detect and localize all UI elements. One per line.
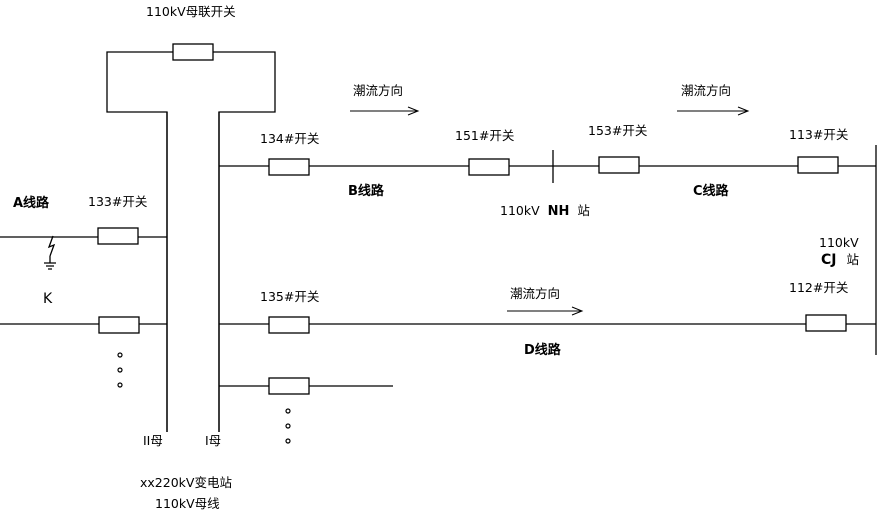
- line-a-label: A线路: [13, 195, 50, 211]
- switch-112: [805, 314, 847, 332]
- flow-direction-label: 潮流方向: [510, 286, 560, 301]
- switch-151-label: 151#开关: [455, 128, 514, 143]
- cj-voltage-label: 110kV: [819, 235, 859, 250]
- left-feeder-switch: [98, 316, 140, 334]
- line-c-label: C线路: [693, 183, 730, 199]
- line-b-label: B线路: [348, 183, 385, 199]
- right-feeder-switch: [268, 377, 310, 395]
- right-feeder-3: [219, 377, 393, 395]
- line-a: [0, 227, 167, 270]
- switch-113: [797, 156, 839, 174]
- switch-113-label: 113#开关: [789, 127, 848, 142]
- bus-tie-switch-label: 110kV母联开关: [146, 4, 236, 19]
- switch-134-label: 134#开关: [260, 131, 319, 146]
- flow-arrow-icon: [350, 106, 420, 116]
- substation-label: xx220kV变电站: [140, 475, 232, 490]
- cj-station-name: CJ: [821, 252, 836, 268]
- line-d-label: D线路: [524, 342, 562, 358]
- switch-133: [97, 227, 139, 245]
- cj-station-suffix: 站: [846, 252, 859, 267]
- fault-k-label: K: [43, 291, 53, 307]
- switch-151: [468, 158, 510, 176]
- nh-station-prefix: 110kV: [500, 203, 540, 218]
- nh-station-name: NH: [548, 204, 570, 219]
- bus-ii-label: II母: [143, 433, 163, 448]
- fault-ground-icon: [44, 235, 56, 270]
- switch-135: [268, 316, 310, 334]
- bus-i-label: I母: [205, 433, 221, 448]
- flow-arrow-icon: [677, 106, 750, 116]
- cj-station-label: CJ 站: [821, 251, 859, 268]
- bus-tie-loop: [106, 43, 276, 432]
- switch-134: [268, 158, 310, 176]
- nh-station-label: 110kV NH 站: [500, 203, 590, 219]
- flow-arrow-icon: [507, 306, 584, 316]
- switch-135-label: 135#开关: [260, 289, 319, 304]
- switch-133-label: 133#开关: [88, 194, 147, 209]
- bus-110kv-label: 110kV母线: [155, 496, 220, 511]
- switch-153: [598, 156, 640, 174]
- flow-direction-label: 潮流方向: [681, 83, 731, 98]
- line-d: [219, 314, 876, 334]
- switch-112-label: 112#开关: [789, 280, 848, 295]
- left-feeder-2: [0, 316, 167, 334]
- switch-153-label: 153#开关: [588, 123, 647, 138]
- flow-direction-label: 潮流方向: [353, 83, 403, 98]
- nh-station-suffix: 站: [577, 203, 590, 218]
- ellipsis-dots-left: [117, 352, 123, 388]
- line-b-c: [219, 150, 876, 183]
- bus-tie-switch: [172, 43, 214, 61]
- ellipsis-dots-right: [285, 408, 291, 444]
